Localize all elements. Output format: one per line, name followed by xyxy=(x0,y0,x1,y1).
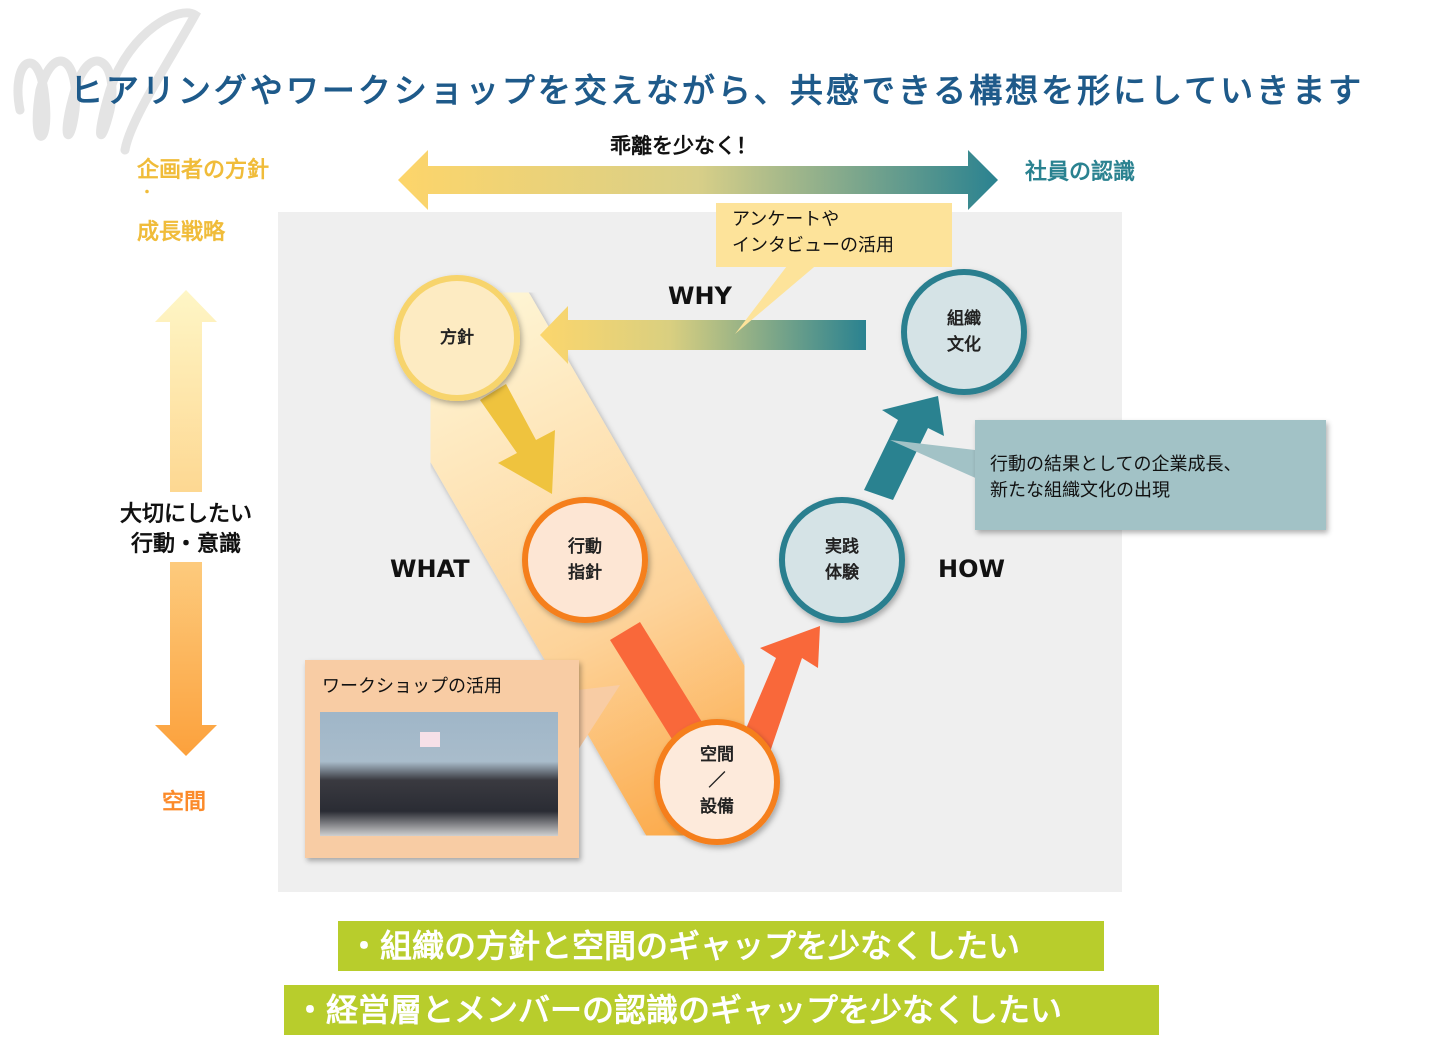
label-how: HOW xyxy=(938,555,1005,583)
node-practice-label: 実践体験 xyxy=(782,534,902,586)
node-action-label: 行動指針 xyxy=(525,534,645,586)
bottom-point-2: ・経営層とメンバーの認識のギャップを少なくしたい xyxy=(284,985,1159,1035)
label-reduce-gap: 乖離を少なく！ xyxy=(610,134,757,158)
node-text: 文化 xyxy=(947,335,981,355)
node-text: 空間 xyxy=(700,745,734,765)
label-planner-policy: 企画者の方針 xyxy=(137,158,270,183)
label-line: 大切にしたい xyxy=(119,502,252,527)
why-arrow xyxy=(540,306,866,364)
node-text: 体験 xyxy=(825,563,859,583)
node-text: 指針 xyxy=(568,563,602,583)
callout-workshop-pointer xyxy=(578,685,620,750)
node-culture xyxy=(901,269,1027,395)
label-what: WHAT xyxy=(390,555,470,583)
callout-survey-pointer xyxy=(735,262,820,334)
bottom-point-1: ・組織の方針と空間のギャップを少なくしたい xyxy=(338,921,1104,971)
callout-result-pointer xyxy=(890,440,980,480)
handwritten-logo xyxy=(13,8,201,155)
node-text: ／ xyxy=(708,771,726,791)
photo-sticky-notes xyxy=(420,732,440,747)
node-space xyxy=(654,719,780,845)
node-text: 行動 xyxy=(568,537,602,557)
node-text: 組織 xyxy=(947,309,981,329)
node-policy xyxy=(394,275,520,401)
node-practice xyxy=(779,497,905,623)
page-title: ヒアリングやワークショップを交えながら、共感できる構想を形にしていきます xyxy=(69,71,1365,110)
node-culture-label: 組織文化 xyxy=(904,306,1024,358)
callout-text: ワークショップの活用 xyxy=(322,676,502,697)
label-line: 行動・意識 xyxy=(130,532,241,557)
label-growth-strategy: 成長戦略 xyxy=(137,220,226,245)
workshop-photo xyxy=(320,712,558,836)
callout-text: アンケートや xyxy=(732,209,840,230)
node-action xyxy=(522,497,648,623)
callout-text: 新たな組織文化の出現 xyxy=(990,480,1170,501)
label-dot: ・ xyxy=(140,185,154,201)
top-double-arrow xyxy=(398,150,998,210)
node-text: 設備 xyxy=(700,797,734,817)
label-employee-awareness: 社員の認識 xyxy=(1025,160,1136,185)
callout-workshop: ワークショップの活用 xyxy=(305,660,579,858)
callout-text: 行動の結果としての企業成長、 xyxy=(990,454,1242,475)
arrow-policy-to-action xyxy=(480,384,555,494)
callout-result: 行動の結果としての企業成長、 新たな組織文化の出現 xyxy=(975,420,1326,530)
node-circles xyxy=(394,269,1027,845)
label-why: WHY xyxy=(668,282,732,310)
label-important-behavior: 大切にしたい 行動・意識 xyxy=(100,500,272,560)
arrow-practice-to-culture xyxy=(864,396,944,500)
label-space: 空間 xyxy=(162,790,207,815)
node-text: 実践 xyxy=(825,537,859,557)
node-space-label: 空間 ／ 設備 xyxy=(657,742,777,820)
arrow-space-to-practice xyxy=(742,626,820,752)
node-policy-label: 方針 xyxy=(440,328,474,348)
callout-survey: アンケートや インタビューの活用 xyxy=(716,203,952,267)
arrow-action-to-space xyxy=(610,622,710,752)
callout-text: インタビューの活用 xyxy=(732,235,894,256)
